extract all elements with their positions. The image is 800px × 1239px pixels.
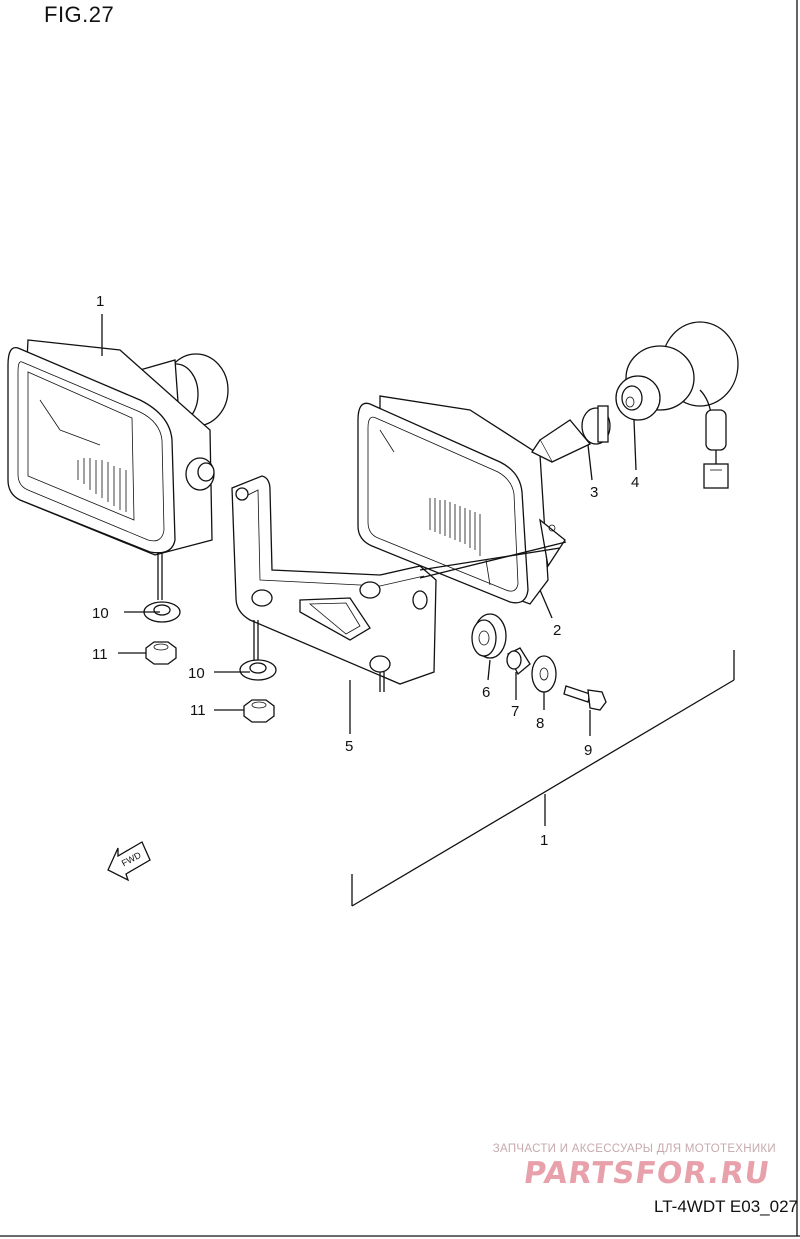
bulb-socket	[615, 321, 739, 489]
callout-3: 3	[590, 484, 598, 501]
fwd-arrow-icon: FWD	[107, 841, 151, 882]
leader-lines	[101, 314, 591, 736]
callout-7: 7	[511, 703, 519, 720]
washer-mid	[239, 659, 277, 681]
diagram-code: LT-4WDT E03_027	[654, 1197, 798, 1216]
callout-1-bracket: 1	[540, 832, 548, 849]
nut-mid	[243, 699, 275, 723]
bulb	[531, 405, 611, 481]
left-headlamp	[7, 339, 229, 600]
right-headlamp	[357, 395, 566, 605]
callout-4: 4	[631, 474, 639, 491]
callout-5: 5	[345, 738, 353, 755]
callout-10-mid: 10	[188, 665, 205, 682]
watermark-logo: PARTSFOR.RU	[521, 1156, 773, 1191]
callout-11-left: 11	[92, 646, 108, 663]
figure-title: FIG.27	[44, 2, 115, 27]
callout-10-left: 10	[92, 605, 109, 622]
grommet	[471, 613, 507, 659]
bolt	[563, 685, 607, 711]
callout-11-mid: 11	[190, 702, 206, 719]
collar	[506, 647, 531, 676]
callout-2: 2	[553, 622, 561, 639]
callout-9: 9	[584, 742, 592, 759]
flat-washer	[531, 655, 557, 693]
callout-8: 8	[536, 715, 544, 732]
assembly-bracket	[351, 650, 735, 907]
nut-left	[145, 641, 177, 665]
watermark-tagline: ЗАПЧАСТИ И АКСЕССУАРЫ ДЛЯ МОТОТЕХНИКИ	[492, 1143, 776, 1155]
mounting-bracket	[231, 475, 437, 692]
washer-left	[143, 601, 181, 623]
callout-1-top: 1	[96, 293, 104, 310]
callout-6: 6	[482, 684, 490, 701]
